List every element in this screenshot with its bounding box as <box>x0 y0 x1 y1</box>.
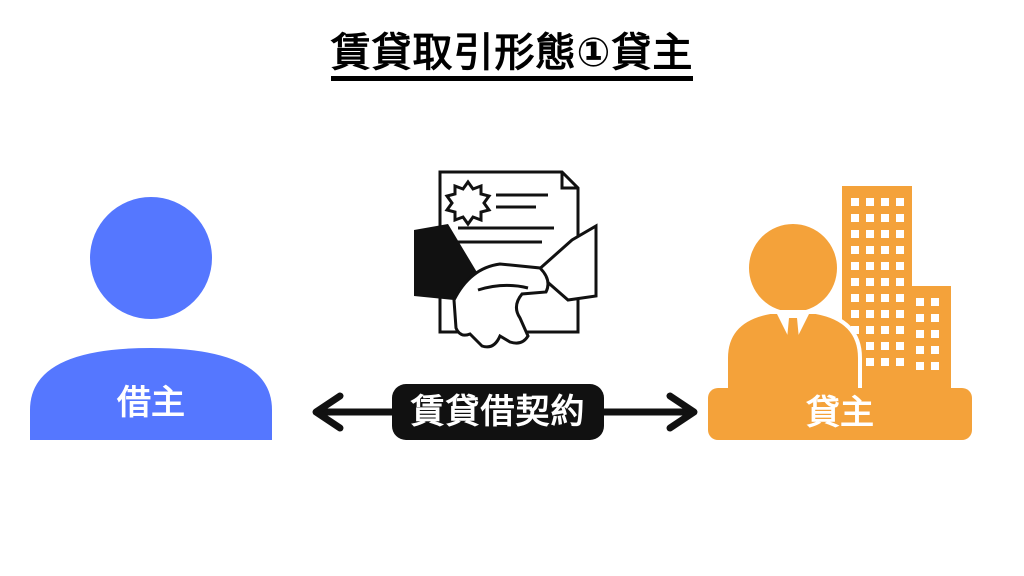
page-title-text: 賃貸取引形態①貸主 <box>330 32 694 81</box>
left-sleeve-shape <box>414 224 478 300</box>
seal-icon <box>444 179 492 227</box>
lender-head-shape <box>745 220 841 316</box>
document-text-lines <box>458 193 554 244</box>
lender-shirt-shape <box>776 312 810 346</box>
borrower-label: 借主 <box>117 383 185 423</box>
contract-label-badge: 賃貸借契約 <box>392 384 604 440</box>
contract-label-text: 賃貸借契約 <box>410 392 586 432</box>
right-sleeve-shape <box>533 223 598 302</box>
page-title: 賃貸取引形態①貸主 <box>0 30 1024 81</box>
building-windows <box>851 198 939 370</box>
arrow-left-head <box>312 392 344 432</box>
tall-building-shape <box>842 186 912 392</box>
short-building-shape <box>905 286 951 392</box>
handshake-icon <box>452 262 550 349</box>
lender-label: 貸主 <box>806 393 874 433</box>
arrow-right-head <box>666 392 698 432</box>
lender-suit-shape <box>724 310 862 394</box>
borrower-head-shape <box>90 197 212 319</box>
document-shape <box>438 170 580 334</box>
lender-tie-shape <box>785 318 801 370</box>
